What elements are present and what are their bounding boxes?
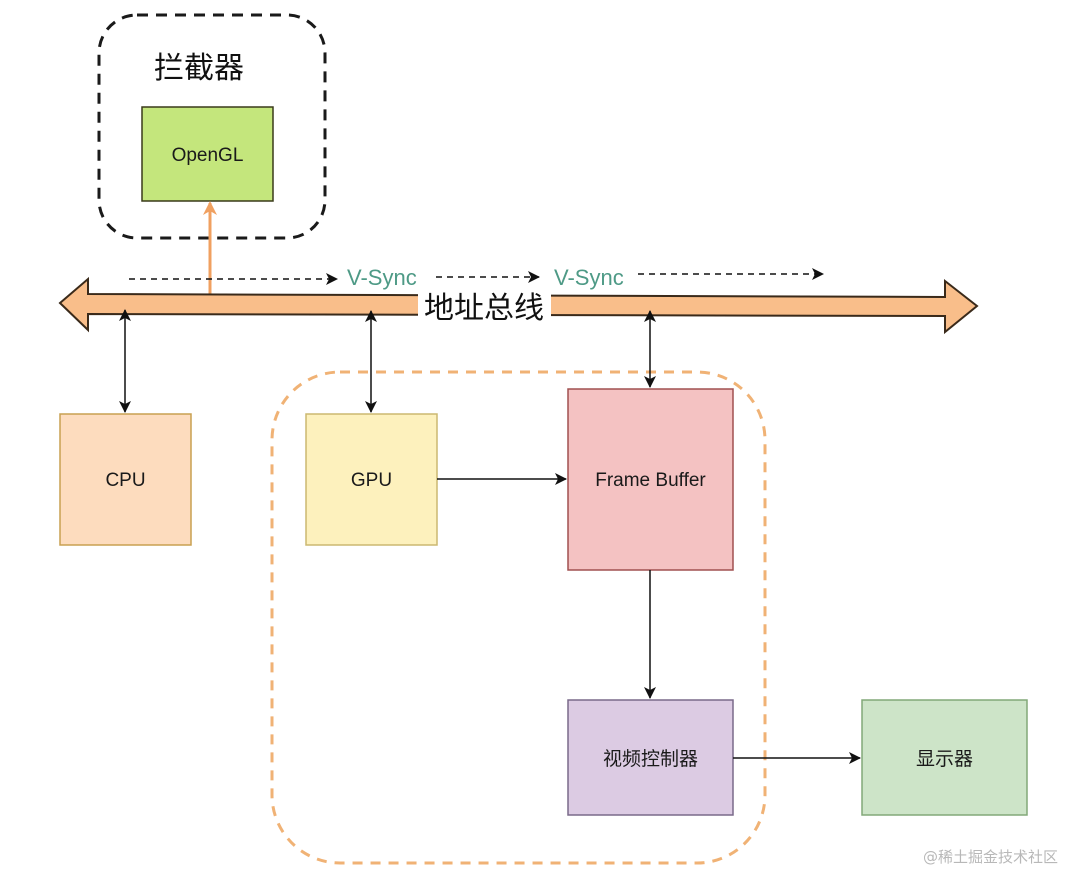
node-cpu-label: CPU (105, 470, 145, 491)
vsync-label-1: V-Sync (347, 265, 417, 290)
node-opengl-label: OpenGL (172, 145, 244, 166)
node-gpu-box (305, 413, 438, 546)
node-video-controller-box (567, 699, 734, 816)
node-video-controller-label: 视频控制器 (603, 748, 698, 770)
node-opengl-box (141, 106, 274, 202)
vsync-label-2: V-Sync (554, 265, 624, 290)
node-display[interactable]: 显示器 (861, 699, 1028, 816)
vsync-signals: V-Sync V-Sync (129, 265, 824, 290)
node-display-box (861, 699, 1028, 816)
node-cpu-box (59, 413, 192, 546)
node-display-label: 显示器 (916, 748, 973, 770)
address-bus: 地址总线 (58, 276, 979, 335)
node-frame-buffer[interactable]: Frame Buffer (567, 388, 734, 571)
node-cpu[interactable]: CPU (59, 413, 192, 546)
interceptor-group-title: 拦截器 (154, 51, 244, 86)
node-gpu[interactable]: GPU (305, 413, 438, 546)
node-gpu-label: GPU (351, 470, 392, 491)
interceptor-group: 拦截器 (97, 13, 327, 240)
address-bus-label: 地址总线 (424, 291, 544, 326)
node-opengl[interactable]: OpenGL (141, 106, 274, 202)
watermark: @稀土掘金技术社区 (923, 848, 1058, 866)
node-frame-buffer-label: Frame Buffer (595, 470, 706, 491)
node-video-controller[interactable]: 视频控制器 (567, 699, 734, 816)
gpu-region-border (270, 370, 767, 865)
address-bus-label-bg (418, 289, 551, 323)
node-frame-buffer-box (567, 388, 734, 571)
